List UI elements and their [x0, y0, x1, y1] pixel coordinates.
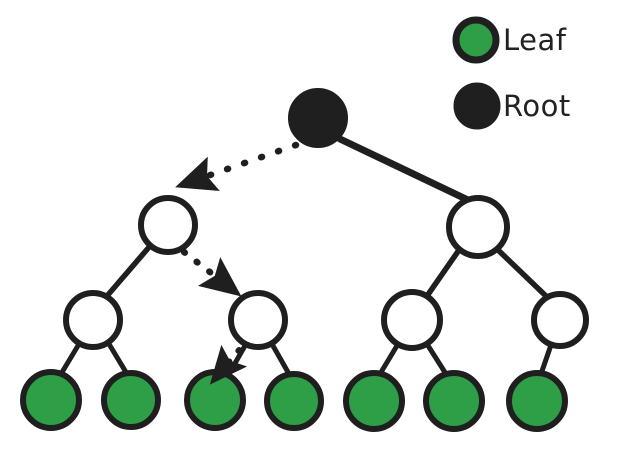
legend-item-root: Root	[453, 82, 571, 130]
tree-node-internal[interactable]	[63, 290, 123, 350]
tree-node-internal[interactable]	[381, 289, 443, 351]
tree-edge	[424, 341, 449, 377]
traversal-arrow-root-to-left	[175, 141, 300, 191]
tree-node-leaf[interactable]	[423, 370, 485, 432]
tree-node-internal[interactable]	[446, 195, 510, 259]
tree-node-internal[interactable]	[228, 290, 288, 350]
tree-edge	[377, 341, 401, 377]
tree-edge	[424, 247, 462, 299]
legend-item-leaf: Leaf	[452, 16, 567, 64]
tree-node-leaf[interactable]	[184, 369, 246, 431]
tree-node-internal[interactable]	[138, 195, 198, 255]
tree-node-leaf[interactable]	[101, 370, 161, 430]
traversal-arrows-group	[175, 141, 300, 385]
tree-edge	[106, 341, 130, 377]
traversal-arrow-left-to-lr	[180, 248, 242, 297]
tree-nodes-group	[20, 88, 589, 432]
legend-root-swatch-icon	[453, 82, 501, 130]
legend: Leaf Root	[452, 16, 571, 130]
legend-leaf-swatch-icon	[452, 16, 500, 64]
tree-node-internal[interactable]	[531, 291, 589, 349]
legend-root-label: Root	[503, 89, 571, 123]
tree-node-leaf[interactable]	[506, 370, 568, 432]
tree-edge	[494, 246, 550, 300]
legend-leaf-label: Leaf	[503, 23, 567, 57]
tree-edge	[104, 243, 153, 299]
tree-node-leaf[interactable]	[20, 369, 82, 431]
tree-edge	[269, 341, 292, 377]
tree-edges-group	[58, 135, 554, 377]
tree-node-leaf[interactable]	[343, 370, 405, 432]
tree-edge	[336, 135, 472, 204]
tree-edge	[538, 342, 554, 377]
tree-edge	[58, 341, 82, 377]
tree-node-root[interactable]	[288, 88, 348, 148]
traversal-arrow-lr-to-leaf	[209, 344, 248, 385]
tree-node-leaf[interactable]	[264, 371, 324, 431]
